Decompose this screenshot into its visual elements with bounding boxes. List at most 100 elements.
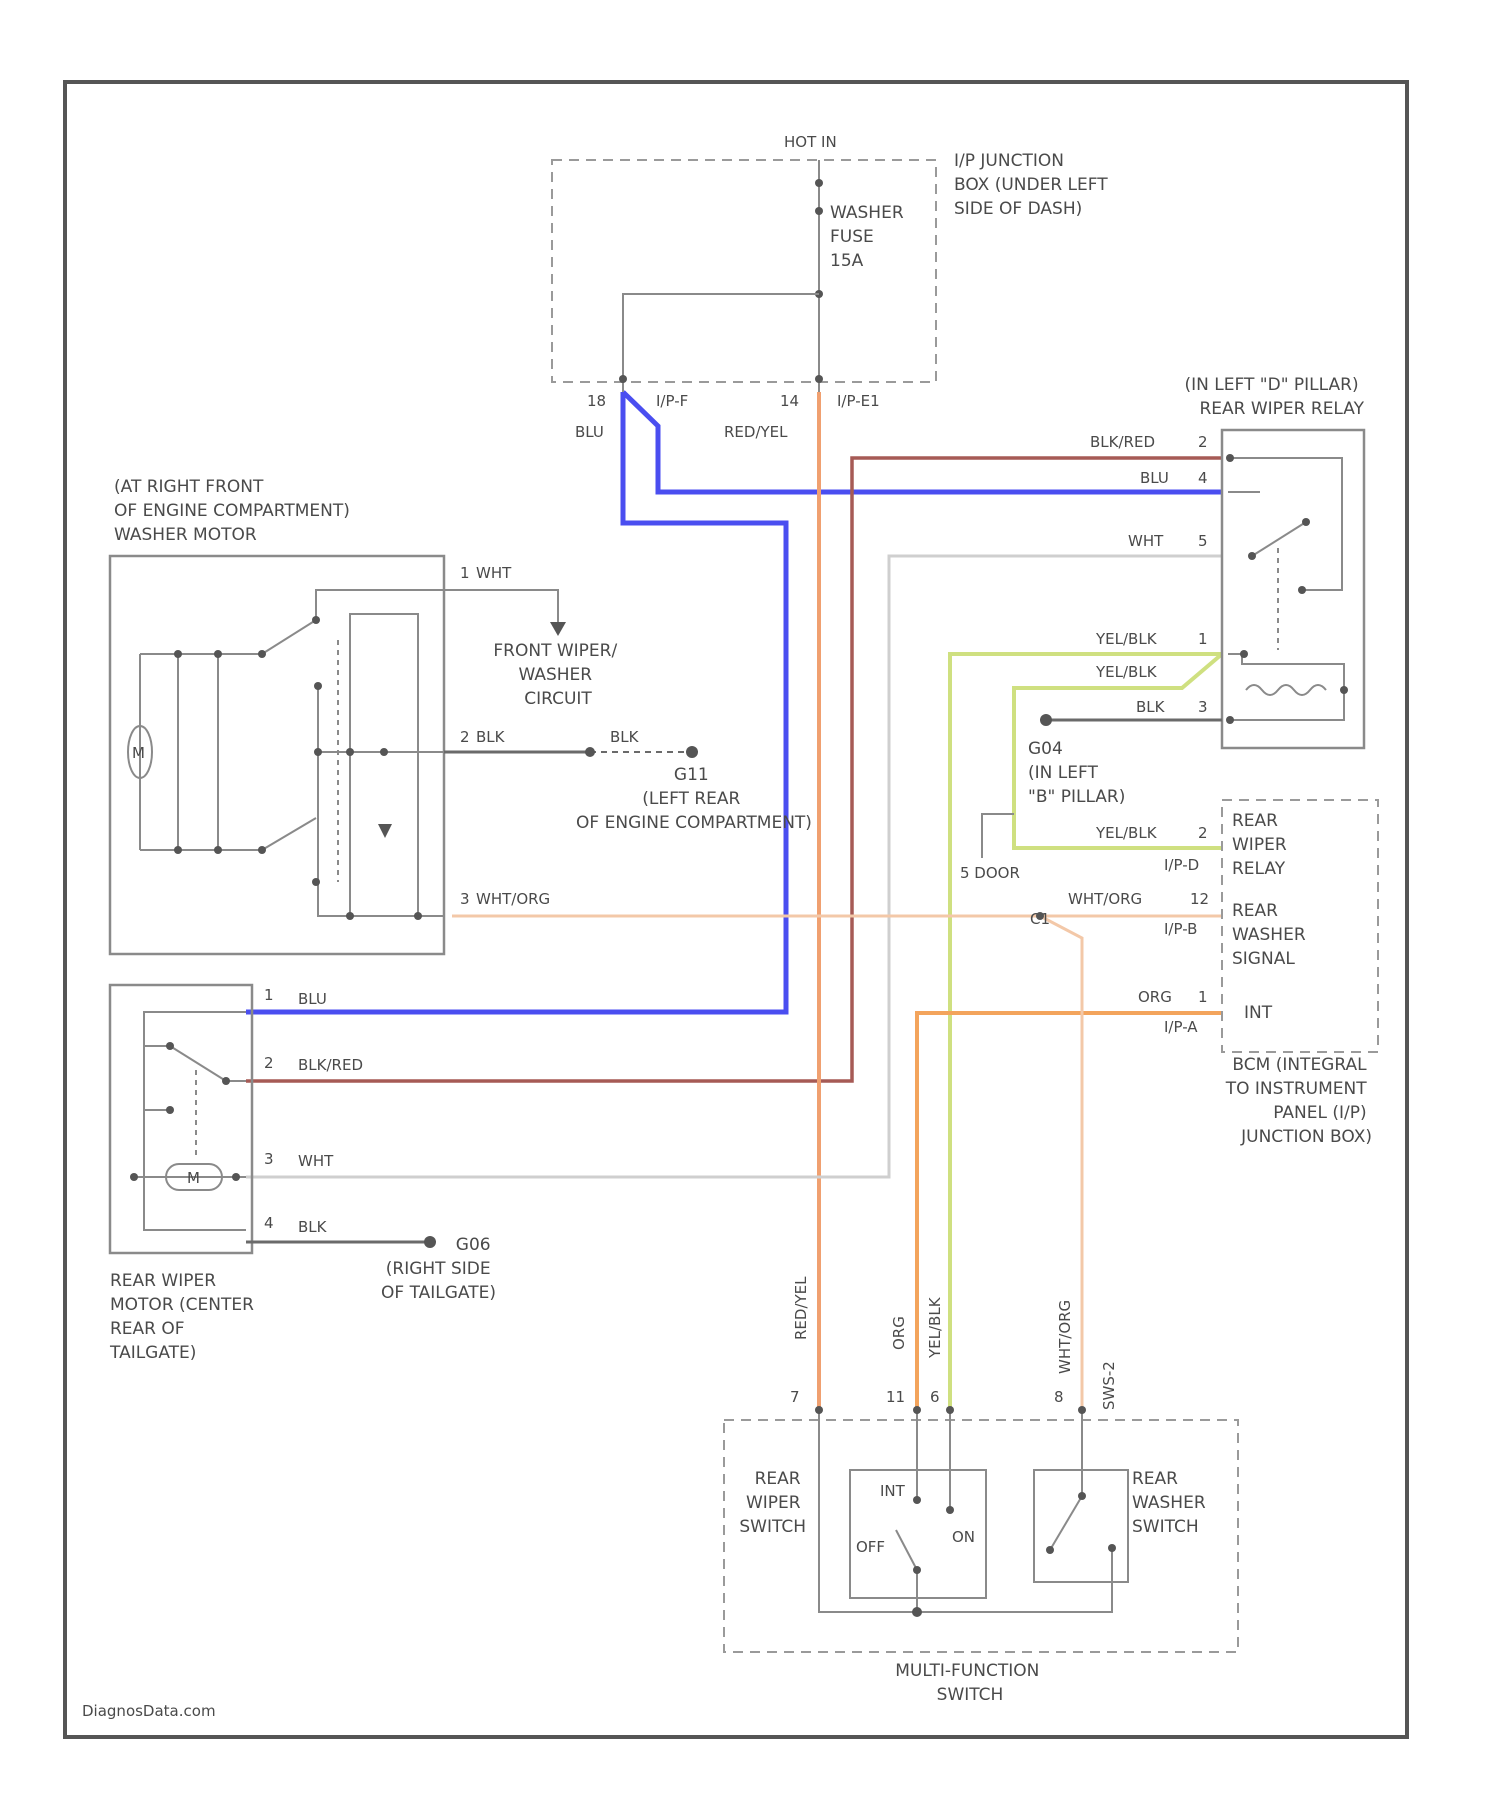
ground-g04-dot — [1040, 714, 1052, 726]
ground-g04-label: G04 (IN LEFT "B" PILLAR) — [1028, 739, 1125, 807]
wm-wire-2: BLK — [476, 728, 506, 746]
washer-motor-title: (AT RIGHT FRONT OF ENGINE COMPARTMENT) W… — [114, 477, 355, 545]
wm-dot-11 — [312, 616, 320, 624]
bcm-wire-1: YEL/BLK — [1095, 824, 1158, 842]
rwm-wire-2: BLK/RED — [298, 1056, 363, 1074]
mfs-dot-4 — [912, 1607, 922, 1617]
rwm-motor-letter: M — [187, 1169, 200, 1187]
relay-wire-6: BLK — [1136, 698, 1166, 716]
mfs-conn-sws2: SWS-2 — [1100, 1361, 1118, 1410]
wm-dot-3 — [258, 650, 266, 658]
wm-switch-arm-1 — [262, 620, 316, 654]
rwm-pin-2: 2 — [264, 1054, 274, 1072]
five-door-label: 5 DOOR — [960, 864, 1020, 882]
mfs-dot-2 — [946, 1506, 954, 1514]
rwm-wire-1: BLU — [298, 990, 327, 1008]
relay-dot-1 — [1226, 454, 1234, 462]
g11-label: G11 (LEFT REAR OF ENGINE COMPARTMENT) — [576, 765, 812, 833]
relay-wire-5: YEL/BLK — [1095, 663, 1158, 681]
splice-c1-dot — [1036, 912, 1044, 920]
mfs-wire-yel-blk: YEL/BLK — [926, 1296, 944, 1359]
wm-dot-10 — [380, 748, 388, 756]
g11-wire-label: BLK — [610, 728, 640, 746]
wm-front-arrow — [550, 622, 566, 636]
mfs-pin-7: 7 — [790, 1388, 800, 1406]
g06-ground-dot — [424, 1236, 436, 1248]
g11-splice — [585, 747, 595, 757]
mfs-dot-7 — [1108, 1544, 1116, 1552]
bcm-pin-2: 12 — [1190, 890, 1209, 908]
relay-pin-1: 2 — [1198, 433, 1208, 451]
bcm-label-1: REAR WIPER RELAY — [1232, 811, 1292, 879]
rwm-pin-4: 4 — [264, 1214, 274, 1232]
mfs-dot-6 — [1046, 1546, 1054, 1554]
hot-in-label: HOT IN — [784, 133, 837, 151]
wm-wire-3: WHT/ORG — [476, 890, 550, 908]
wm-switch-arm-2 — [262, 818, 316, 850]
mfs-pin-dot-3 — [946, 1406, 954, 1414]
bcm-wire-2: WHT/ORG — [1068, 890, 1142, 908]
rwm-switch-arm — [170, 1046, 226, 1081]
relay-dot-7 — [1226, 716, 1234, 724]
bcm-conn-2: I/P-B — [1164, 920, 1197, 938]
washer-fuse-label: WASHER FUSE 15A — [830, 203, 909, 271]
wm-inner-mid — [318, 686, 444, 916]
mfs-dot-5 — [1078, 1492, 1086, 1500]
bcm-label-3: INT — [1244, 1003, 1273, 1023]
wm-pin-3: 3 — [460, 890, 470, 908]
rear-wiper-motor: M 1 BLU 2 BLK/RED 3 WHT 4 BLK G06 (RIGHT… — [109, 985, 496, 1363]
relay-title: (IN LEFT "D" PILLAR) REAR WIPER RELAY — [1185, 375, 1365, 419]
relay-pin-3: 5 — [1198, 532, 1208, 550]
rwm-wire-4: BLK — [298, 1218, 328, 1236]
rwm-outline — [110, 985, 252, 1253]
front-circuit-label: FRONT WIPER/ WASHER CIRCUIT — [493, 641, 622, 709]
rear-wiper-switch-label: REAR WIPER SWITCH — [739, 1469, 806, 1537]
relay-wire-4: YEL/BLK — [1095, 630, 1158, 648]
ip-internal-wire — [623, 294, 819, 392]
wm-dot-4 — [174, 846, 182, 854]
wm-dot-14 — [414, 912, 422, 920]
mfs-pin-8: 8 — [1054, 1388, 1064, 1406]
relay-pin-2: 4 — [1198, 469, 1208, 487]
rear-washer-switch-label: REAR WASHER SWITCH — [1132, 1469, 1211, 1537]
mfs-washer-arm — [1050, 1496, 1082, 1550]
pin-18-label: 18 — [587, 392, 606, 410]
rwm-dot-1 — [166, 1042, 174, 1050]
bcm-pin-1: 2 — [1198, 824, 1208, 842]
conn-ipf-label: I/P-F — [656, 392, 688, 410]
wm-dot-13 — [346, 912, 354, 920]
mfs-pin-dot-4 — [1078, 1406, 1086, 1414]
pos-on-label: ON — [952, 1528, 975, 1546]
relay-pin-4: 1 — [1198, 630, 1208, 648]
conn-ipe1-label: I/P-E1 — [837, 392, 880, 410]
mfs-wire-wht-org: WHT/ORG — [1056, 1300, 1074, 1374]
relay-coil — [1246, 685, 1326, 695]
mfs-wire-red-yel: RED/YEL — [792, 1276, 810, 1340]
bcm-conn-3: I/P-A — [1164, 1018, 1198, 1036]
mfs-pin-dot-2 — [913, 1406, 921, 1414]
wm-dot-8 — [314, 748, 322, 756]
relay-wire-1: BLK/RED — [1090, 433, 1155, 451]
ip-junction-outline — [552, 160, 936, 382]
ip-junction-title: I/P JUNCTION BOX (UNDER LEFT SIDE OF DAS… — [954, 151, 1113, 219]
mfs-pin-6: 6 — [930, 1388, 940, 1406]
ip-junction-box: HOT IN I/P JUNCTION BOX (UNDER LEFT SIDE… — [552, 133, 1113, 441]
mfs-wiper-arm — [896, 1530, 917, 1570]
rwm-dot-5 — [232, 1173, 240, 1181]
relay-wire-2: BLU — [1140, 469, 1169, 487]
relay-dot-2 — [1302, 518, 1310, 526]
relay-wire-3: WHT — [1128, 532, 1164, 550]
wm-diode — [378, 824, 392, 838]
wm-wire-1: WHT — [476, 564, 512, 582]
wm-dot-5 — [214, 846, 222, 854]
wm-dot-9 — [346, 748, 354, 756]
five-door-branch — [982, 814, 1014, 858]
wm-inner-box — [350, 614, 418, 916]
mfs-wire-org: ORG — [890, 1316, 908, 1350]
bcm-title: BCM (INTEGRAL TO INSTRUMENT PANEL (I/P) … — [1225, 1055, 1372, 1147]
multi-function-switch: RED/YEL ORG YEL/BLK WHT/ORG 7 11 6 8 SWS… — [724, 1276, 1238, 1705]
wire-blu-label: BLU — [575, 423, 604, 441]
wm-pin-1: 1 — [460, 564, 470, 582]
wire-wht — [246, 556, 1222, 1177]
rwm-dot-2 — [222, 1077, 230, 1085]
